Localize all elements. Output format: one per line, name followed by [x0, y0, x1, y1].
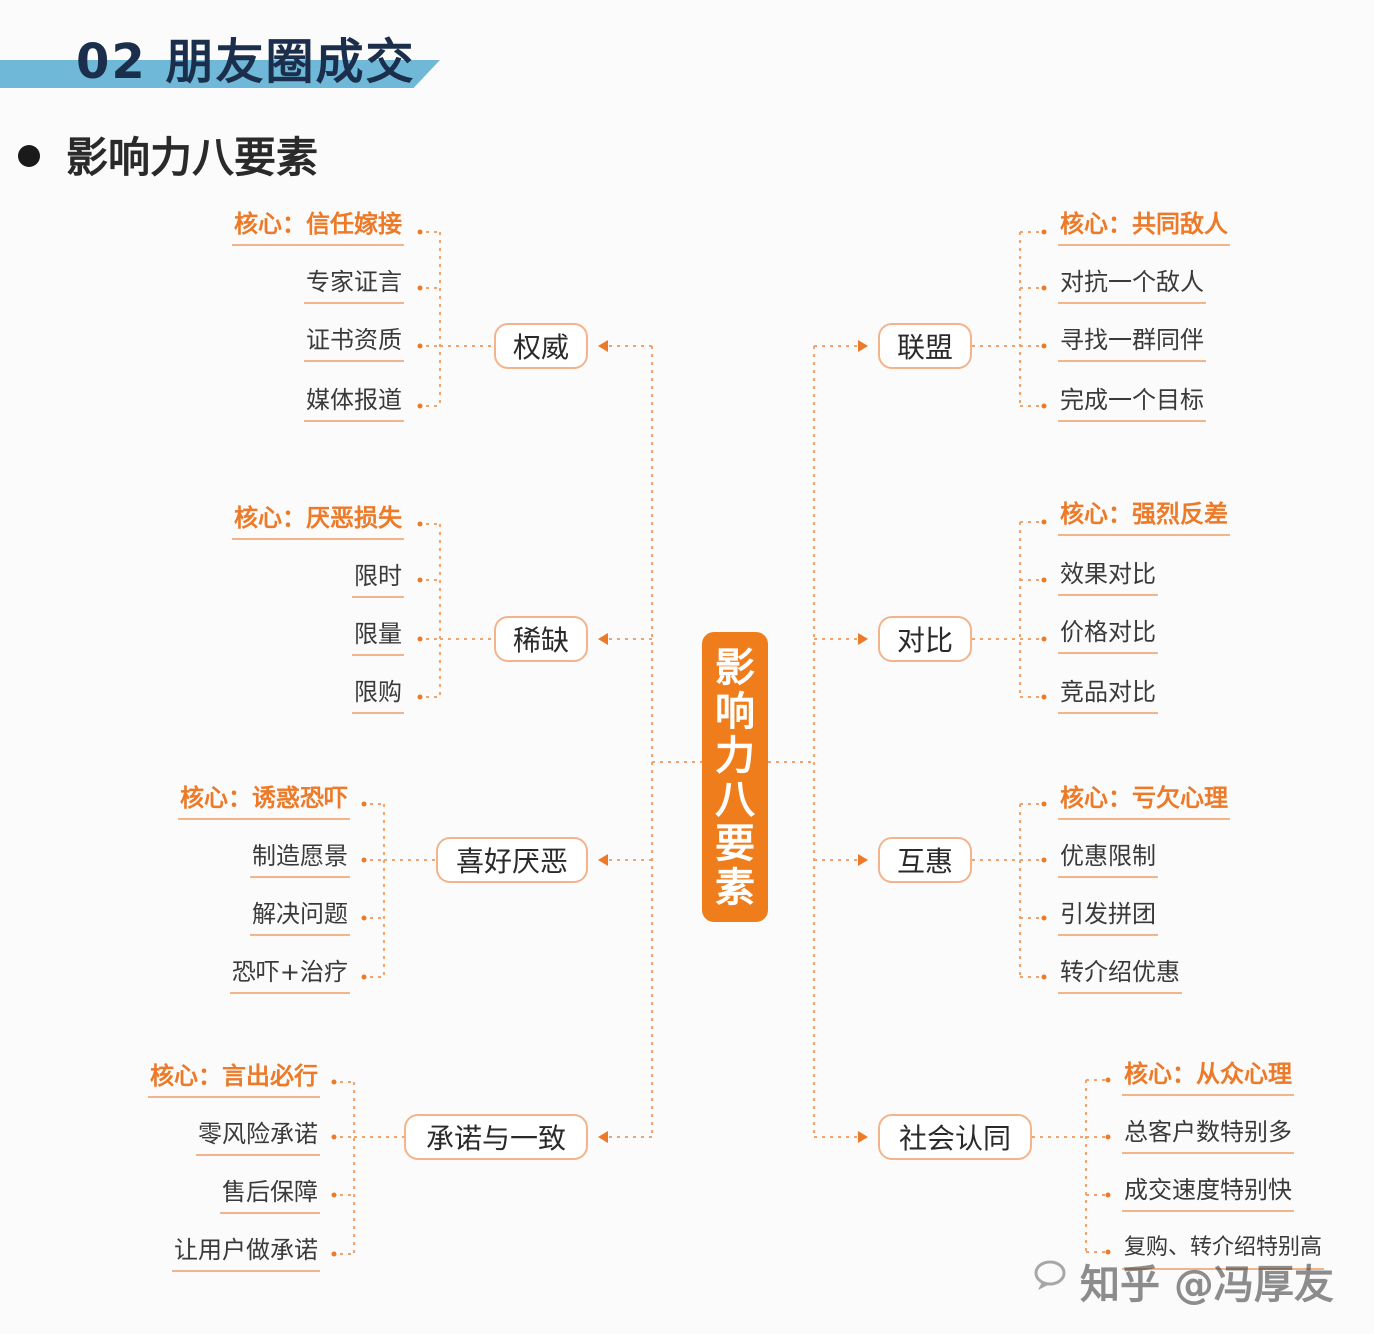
branch-node-social: 社会认同 [878, 1114, 1032, 1160]
branch-node-scarcity: 稀缺 [494, 616, 588, 662]
leaf-core-authority: 核心：信任嫁接 [232, 210, 404, 246]
leaf-core-reciprocity: 核心：亏欠心理 [1058, 784, 1230, 820]
leaf-core-commitment: 核心：言出必行 [148, 1062, 320, 1098]
center-char: 八 [715, 777, 755, 823]
center-label: 影 响 力 八 要 素 [702, 646, 768, 910]
leaf-item: 成交速度特别快 [1122, 1176, 1294, 1212]
branch-node-reciprocity: 互惠 [878, 837, 972, 883]
branch-node-authority: 权威 [494, 323, 588, 369]
leaf-item: 限时 [352, 562, 404, 598]
leaf-item: 对抗一个敌人 [1058, 268, 1206, 304]
center-char: 影 [715, 645, 755, 691]
leaf-item: 专家证言 [304, 268, 404, 304]
center-char: 素 [715, 865, 755, 911]
branch-node-contrast: 对比 [878, 616, 972, 662]
section-subtitle: 影响力八要素 [66, 133, 319, 182]
branch-node-likes: 喜好厌恶 [436, 837, 588, 883]
leaf-core-social: 核心：从众心理 [1122, 1060, 1294, 1096]
leaf-core-scarcity: 核心：厌恶损失 [232, 504, 404, 540]
leaf-item: 转介绍优惠 [1058, 958, 1182, 994]
leaf-item: 引发拼团 [1058, 900, 1158, 936]
leaf-item: 寻找一群同伴 [1058, 326, 1206, 362]
leaf-item: 制造愿景 [250, 842, 350, 878]
leaf-core-alliance: 核心：共同敌人 [1058, 210, 1230, 246]
leaf-item: 零风险承诺 [196, 1120, 320, 1156]
leaf-item: 恐吓+治疗 [229, 958, 350, 994]
watermark: 知乎 @冯厚友 [1080, 1262, 1334, 1308]
leaf-item: 竞品对比 [1058, 678, 1158, 714]
center-node: 影 响 力 八 要 素 [702, 632, 768, 922]
leaf-item: 限量 [352, 620, 404, 656]
leaf-item: 效果对比 [1058, 560, 1158, 596]
leaf-item: 证书资质 [304, 326, 404, 362]
leaf-item: 优惠限制 [1058, 842, 1158, 878]
center-char: 响 [715, 689, 755, 735]
leaf-item: 媒体报道 [304, 386, 404, 422]
bullet-dot [18, 145, 40, 167]
page-title: 02 朋友圈成交 [76, 34, 416, 90]
center-char: 要 [715, 821, 755, 867]
leaf-core-contrast: 核心：强烈反差 [1058, 500, 1230, 536]
leaf-item: 解决问题 [250, 900, 350, 936]
branch-node-commitment: 承诺与一致 [404, 1114, 588, 1160]
leaf-item: 限购 [352, 678, 404, 714]
leaf-item: 完成一个目标 [1058, 386, 1206, 422]
leaf-item: 总客户数特别多 [1122, 1118, 1294, 1154]
center-char: 力 [715, 733, 755, 779]
branch-node-alliance: 联盟 [878, 323, 972, 369]
leaf-item: 价格对比 [1058, 618, 1158, 654]
leaf-core-likes: 核心：诱惑恐吓 [178, 784, 350, 820]
title-band [0, 60, 440, 88]
leaf-item: 复购、转介绍特别高 [1122, 1234, 1325, 1270]
leaf-item: 让用户做承诺 [172, 1236, 320, 1272]
zhihu-logo-icon [1034, 1260, 1066, 1290]
leaf-item: 售后保障 [220, 1178, 320, 1214]
